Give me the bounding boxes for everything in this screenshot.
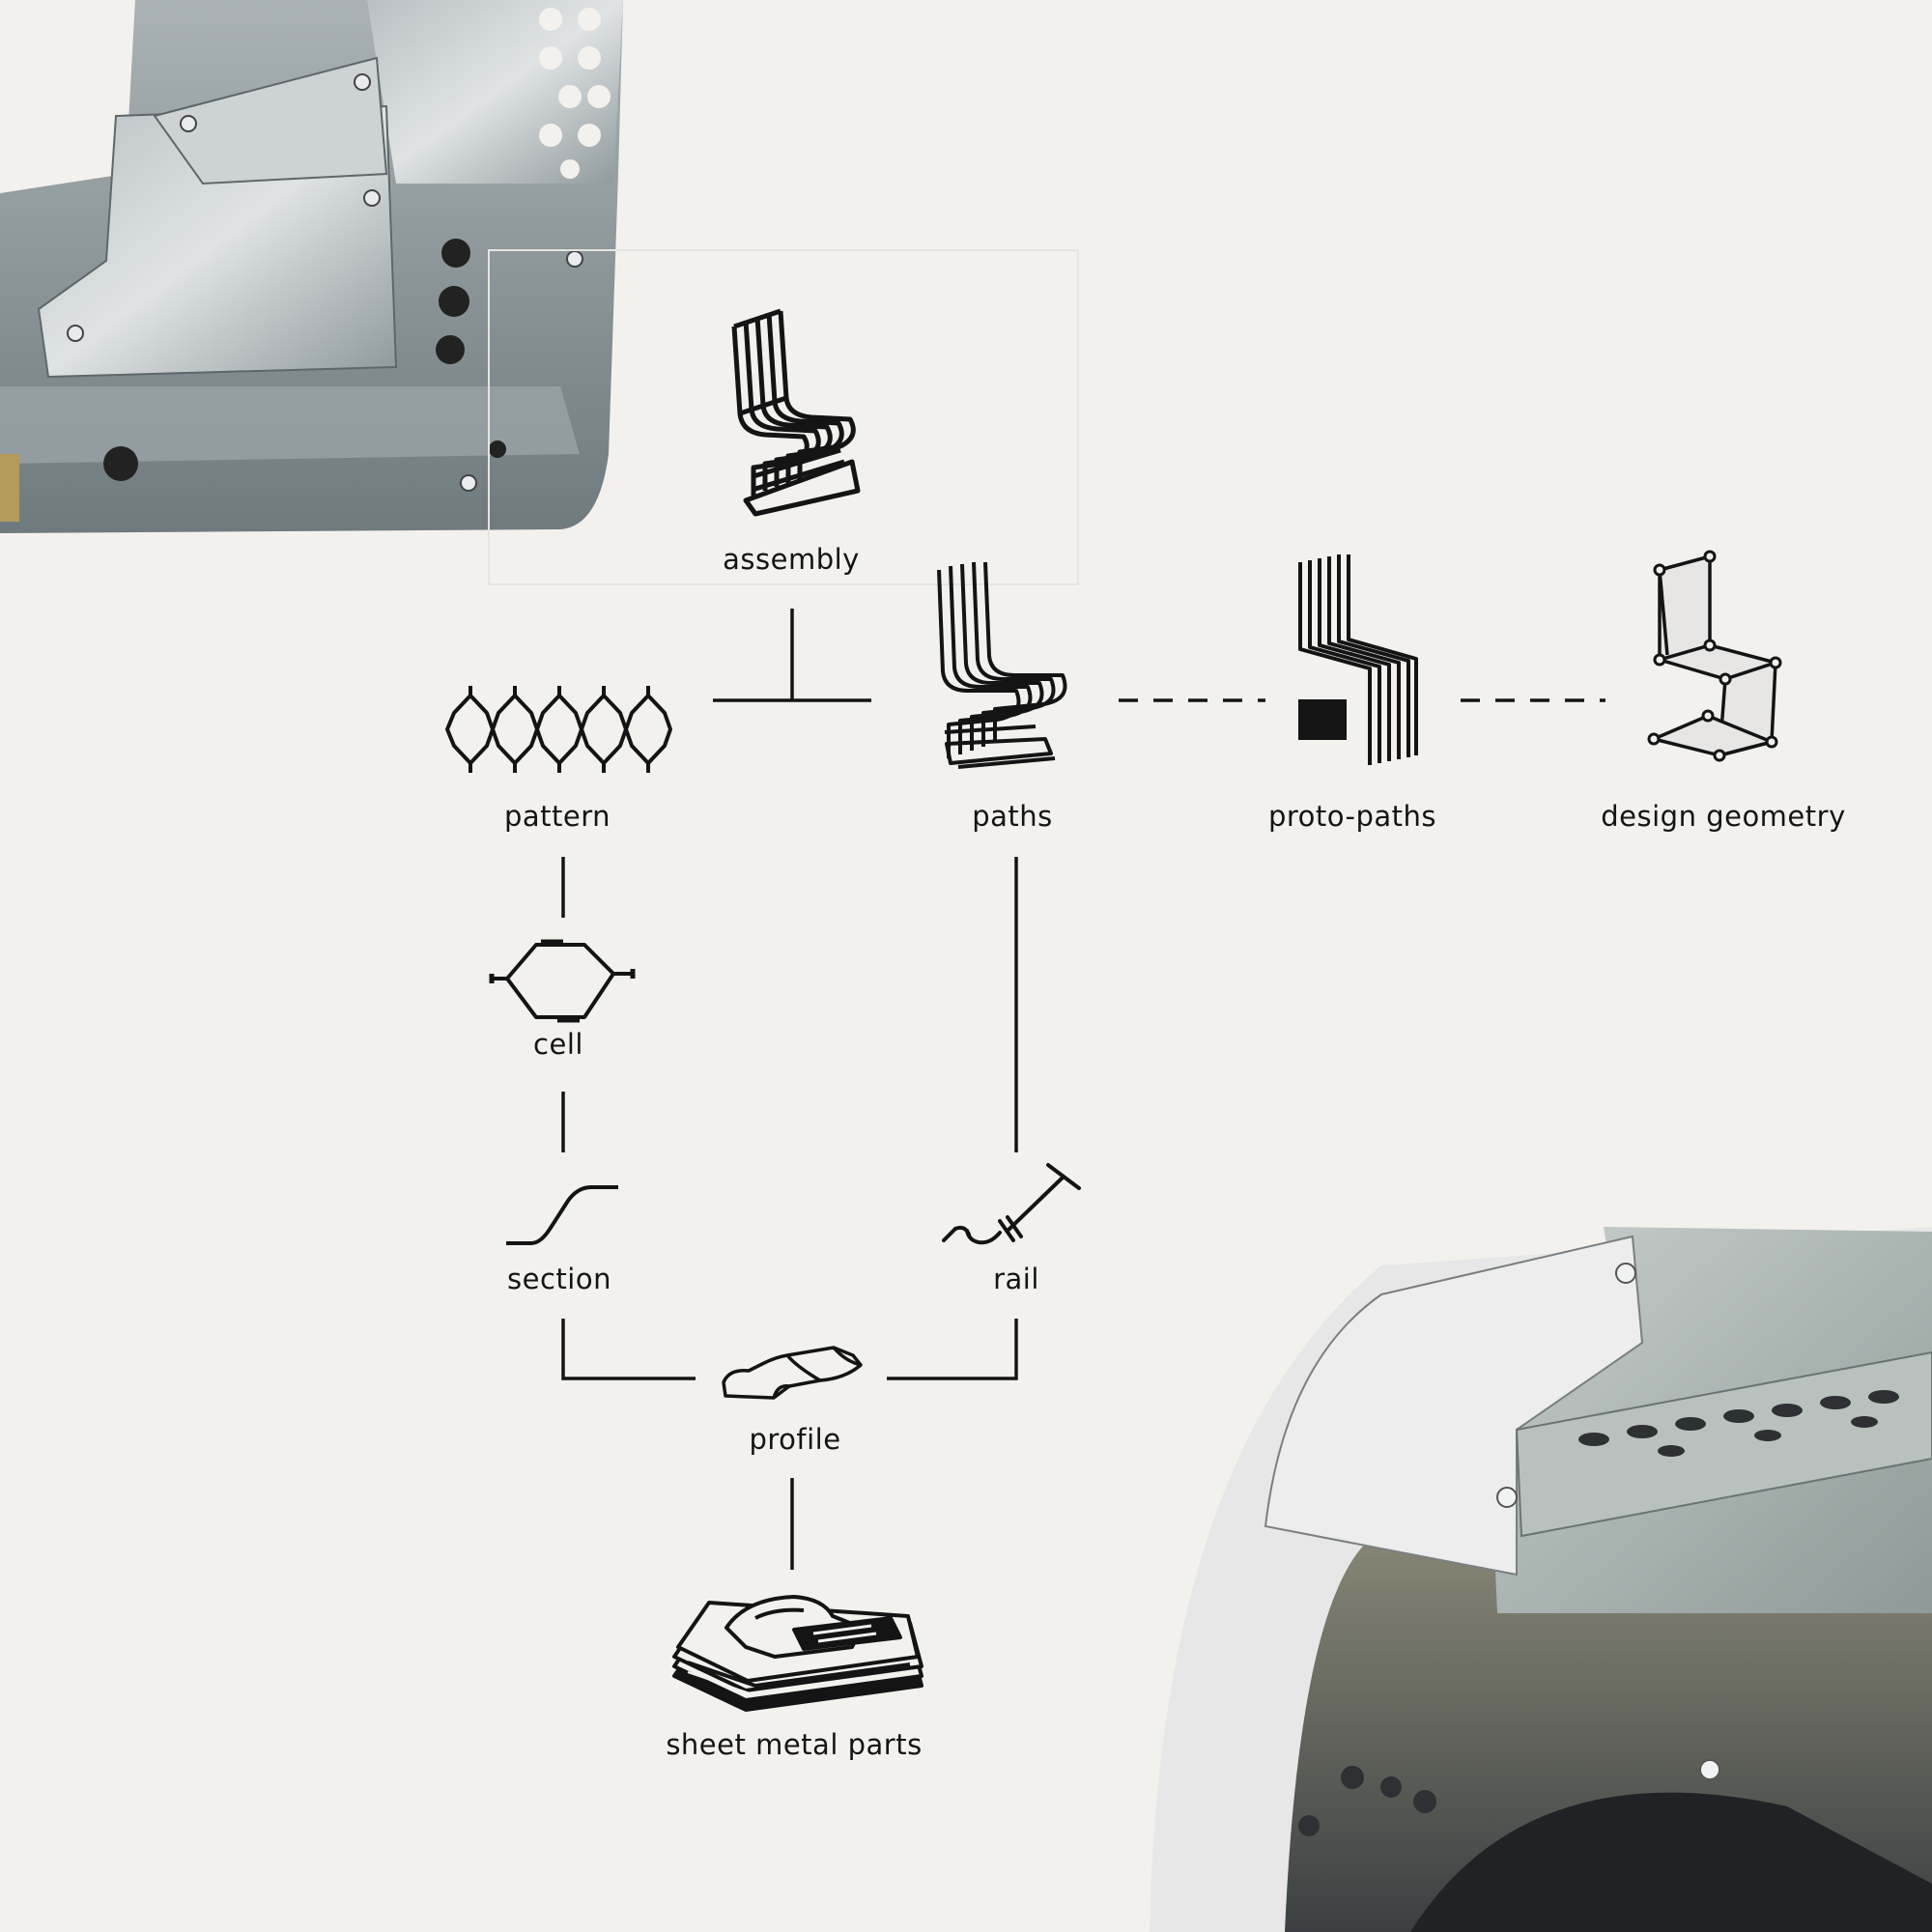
rail-icon xyxy=(942,1163,1081,1245)
stacked-chair-icon xyxy=(731,308,861,517)
s-curve-section-icon xyxy=(506,1185,618,1245)
sheet-metal-photo-top-left xyxy=(0,0,623,533)
profile-label: profile xyxy=(749,1423,841,1456)
sheet-metal-parts-label: sheet metal parts xyxy=(666,1728,923,1761)
sheet-metal-photo-bottom-right xyxy=(1150,1227,1932,1932)
profile-strip-icon xyxy=(722,1346,863,1400)
assembly-frame xyxy=(488,249,1079,585)
edge-rail-profile xyxy=(887,1319,1018,1380)
chair-paths-icon xyxy=(937,561,1067,769)
section-label: section xyxy=(507,1263,611,1295)
proto-paths-label: proto-paths xyxy=(1267,800,1437,833)
pattern-label: pattern xyxy=(503,800,611,833)
sheet-stack-icon xyxy=(672,1595,923,1712)
cell-icon xyxy=(489,939,636,1023)
edge-section-profile xyxy=(561,1319,696,1380)
rail-label: rail xyxy=(993,1263,1039,1295)
wireframe-chair-icon xyxy=(1647,550,1782,762)
design-geometry-label: design geometry xyxy=(1601,800,1846,833)
cell-label: cell xyxy=(533,1028,583,1061)
assembly-label: assembly xyxy=(723,543,860,576)
proto-paths-icon xyxy=(1298,554,1418,765)
hexagon-pattern-icon xyxy=(445,686,672,773)
paths-label: paths xyxy=(972,800,1053,833)
